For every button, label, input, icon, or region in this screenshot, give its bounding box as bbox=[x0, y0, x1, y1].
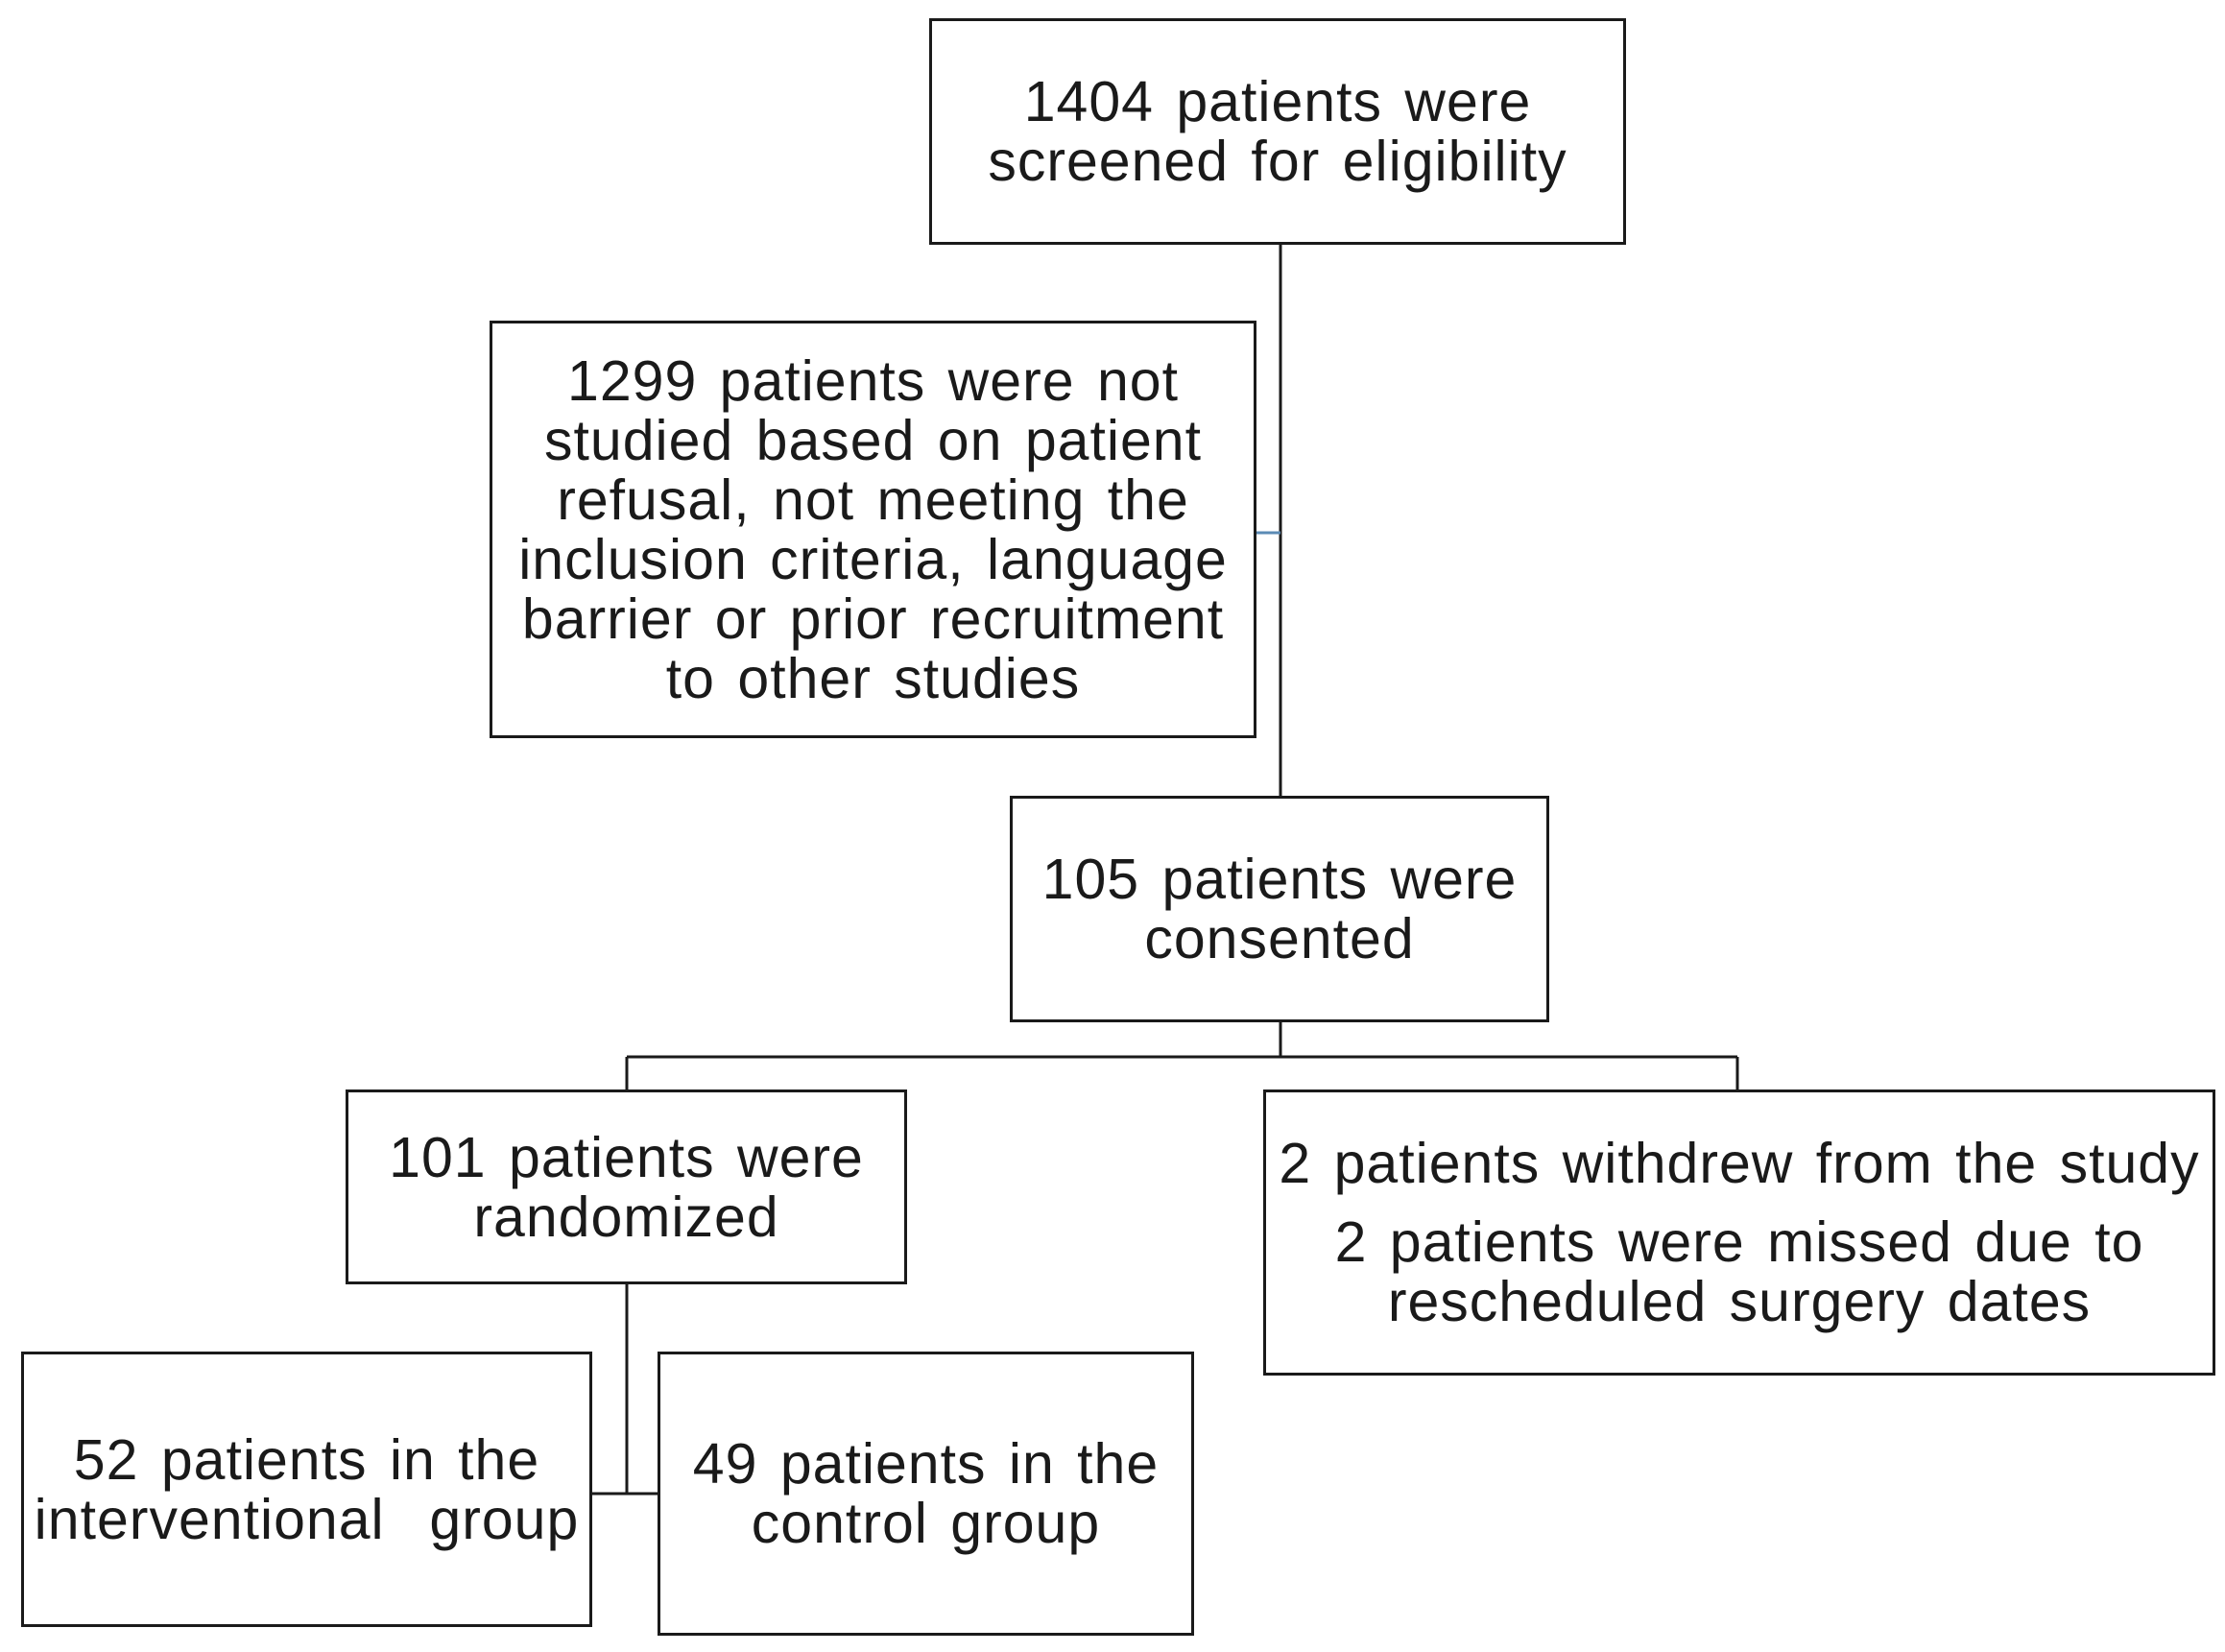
withdrawn-line-1: 2 patients withdrew from the study bbox=[1279, 1132, 2200, 1195]
excluded-line-3: refusal, not meeting the bbox=[557, 467, 1189, 532]
excluded-box: 1299 patients were not studied based on … bbox=[490, 321, 1256, 738]
excluded-line-4: inclusion criteria, language bbox=[518, 527, 1228, 591]
randomized-line-2: randomized bbox=[473, 1185, 779, 1249]
control-line-1: 49 patients in the bbox=[692, 1432, 1160, 1496]
withdrawn-box: 2 patients withdrew from the study 2 pat… bbox=[1263, 1089, 2215, 1376]
screened-box: 1404 patients were screened for eligibil… bbox=[929, 18, 1626, 245]
randomized-line-1: 101 patients were bbox=[389, 1125, 864, 1189]
withdrawn-line-3: rescheduled surgery dates bbox=[1387, 1270, 2092, 1333]
screened-line-1: 1404 patients were bbox=[1023, 70, 1532, 133]
excluded-line-1: 1299 patients were not bbox=[567, 348, 1179, 413]
excluded-line-2: studied based on patient bbox=[544, 408, 1202, 472]
consented-line-1: 105 patients were bbox=[1041, 848, 1518, 911]
control-group-box: 49 patients in the control group bbox=[658, 1352, 1194, 1636]
excluded-line-6: to other studies bbox=[665, 646, 1081, 710]
interventional-line-1: 52 patients in the bbox=[73, 1427, 540, 1492]
consented-line-2: consented bbox=[1144, 907, 1415, 970]
excluded-line-5: barrier or prior recruitment bbox=[521, 587, 1225, 651]
withdrawn-line-2: 2 patients were missed due to bbox=[1334, 1210, 2144, 1274]
interventional-line-2: interventional group bbox=[34, 1487, 580, 1551]
screened-line-2: screened for eligibility bbox=[988, 130, 1567, 193]
consented-box: 105 patients were consented bbox=[1010, 796, 1549, 1022]
control-line-2: control group bbox=[751, 1492, 1101, 1555]
interventional-group-box: 52 patients in the interventional group bbox=[21, 1352, 592, 1627]
randomized-box: 101 patients were randomized bbox=[346, 1089, 907, 1284]
